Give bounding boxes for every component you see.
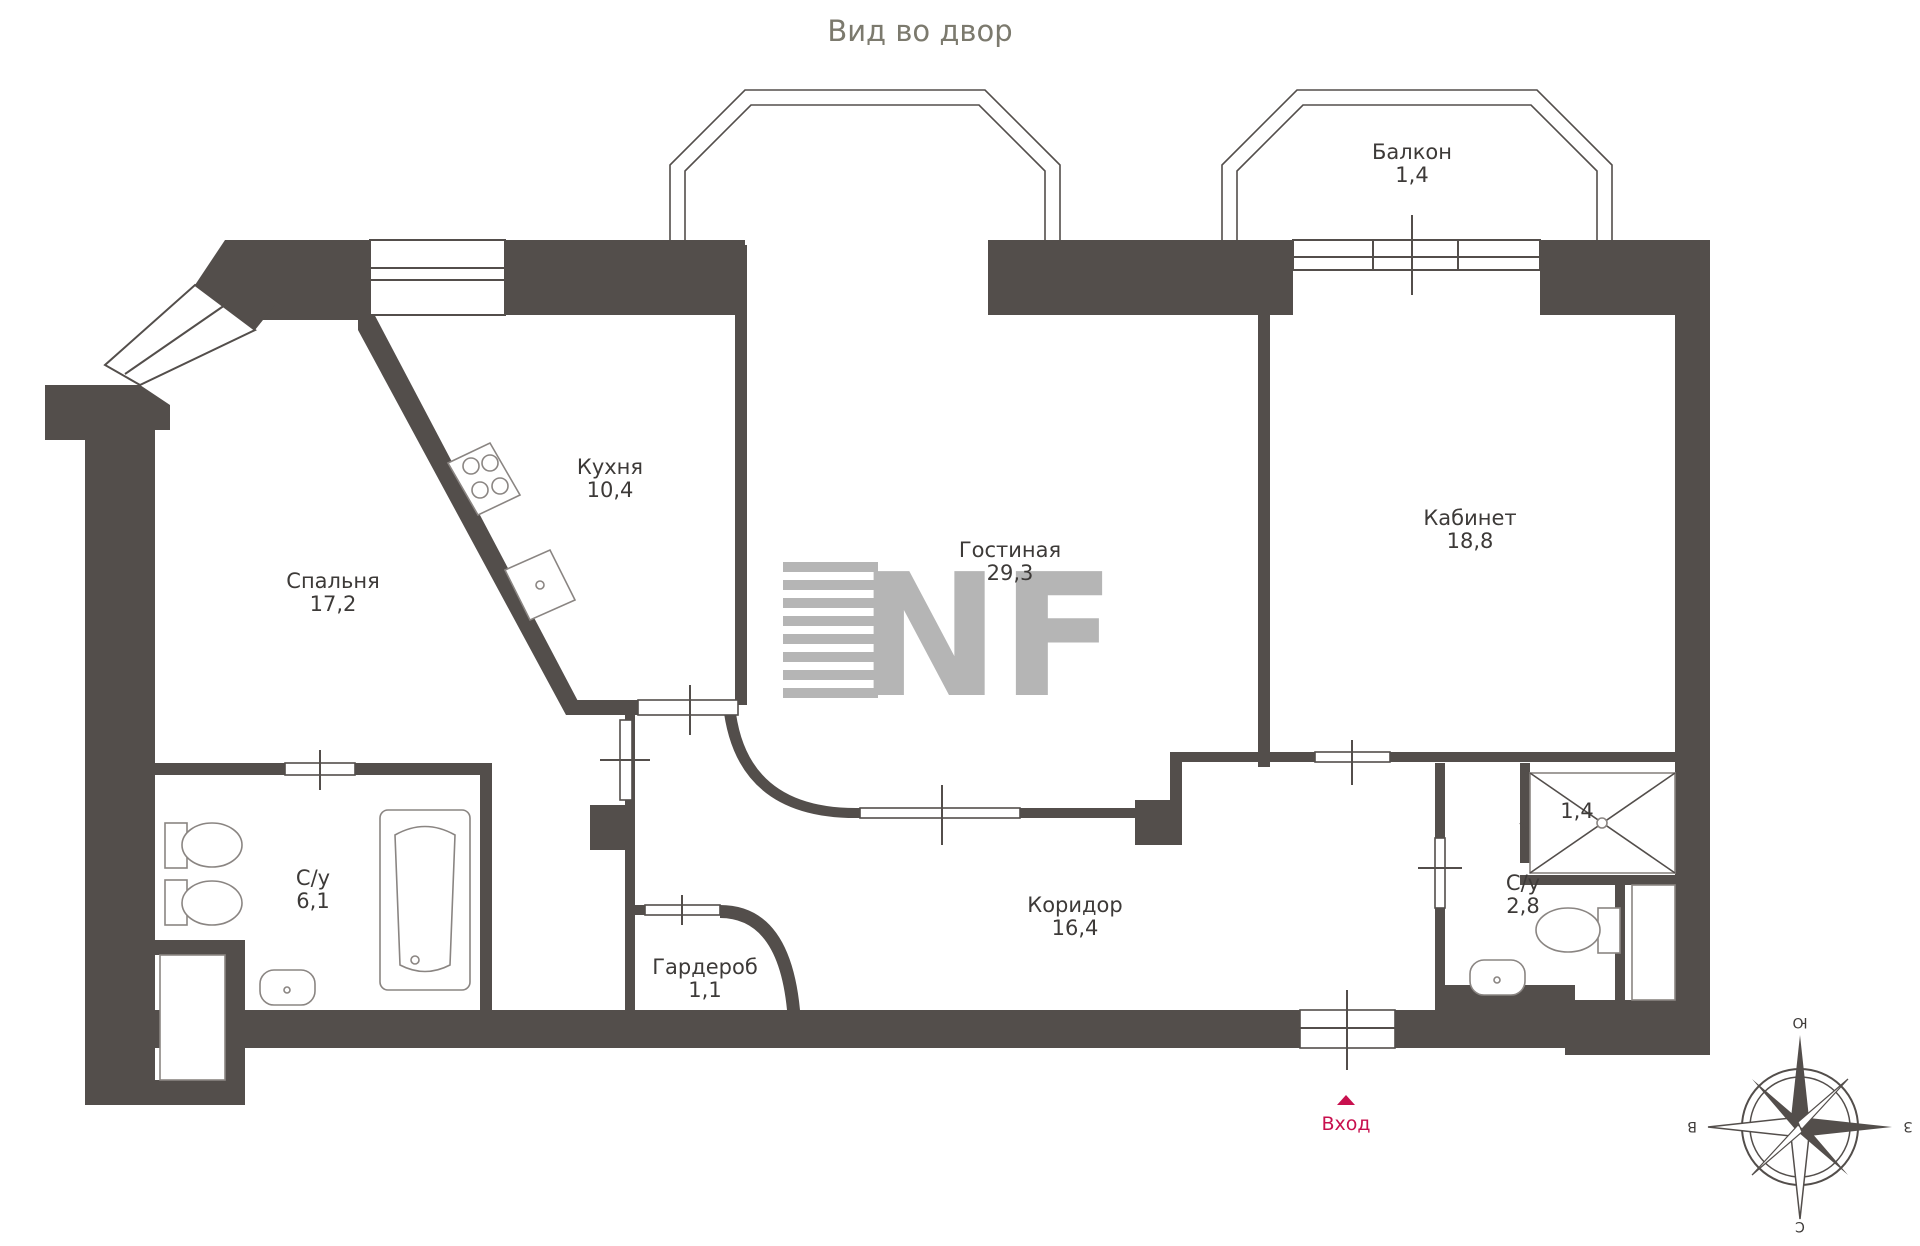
watermark-text: NF (858, 538, 1116, 736)
niche-icon (1631, 884, 1676, 1001)
room-name-bath2: С/у (1506, 871, 1540, 895)
kitchen-sink-icon (503, 548, 577, 622)
stove-icon (446, 441, 522, 517)
room-area-shower: 1,4 (1560, 799, 1593, 823)
room-name-bedroom: Спальня (286, 569, 379, 593)
room-name-living: Гостиная (959, 538, 1061, 562)
toilet-icon-2 (1535, 907, 1621, 954)
bidet-icon (164, 822, 243, 869)
compass-west: В (1687, 1118, 1697, 1134)
closet-icon (159, 954, 226, 1081)
watermark-logo: NF (783, 538, 1116, 736)
balcony-outline (1221, 89, 1613, 240)
room-area-balcony: 1,4 (1395, 163, 1428, 187)
room-area-bath2: 2,8 (1506, 894, 1539, 918)
room-name-corridor: Коридор (1027, 893, 1122, 917)
walls (45, 240, 1710, 1105)
room-name-bath1: С/у (296, 866, 330, 890)
toilet-icon (164, 879, 243, 926)
room-area-corridor: 16,4 (1052, 916, 1099, 940)
doors (284, 685, 1576, 1070)
room-area-bath1: 6,1 (296, 889, 329, 913)
compass-east: З (1903, 1118, 1912, 1134)
room-area-study: 18,8 (1447, 529, 1494, 553)
room-area-kitchen: 10,4 (587, 478, 634, 502)
room-name-balcony: Балкон (1372, 140, 1452, 164)
washbasin-icon (259, 969, 316, 1006)
entrance-label: Вход (1321, 1113, 1370, 1135)
bathtub-icon (379, 809, 471, 991)
room-name-kitchen: Кухня (577, 455, 643, 479)
entrance-arrow-icon (1337, 1095, 1355, 1105)
room-name-wardrobe: Гардероб (652, 955, 758, 979)
washbasin-icon-2 (1469, 959, 1526, 996)
room-name-study: Кабинет (1423, 506, 1516, 530)
compass-north: Ю (1792, 1014, 1807, 1030)
entrance-marker: Вход (1321, 1095, 1371, 1135)
room-area-living: 29,3 (987, 561, 1034, 585)
fixtures (159, 441, 1676, 1081)
bay-window-living (669, 89, 1061, 240)
view-direction-label: Вид во двор (827, 14, 1012, 48)
room-area-wardrobe: 1,1 (688, 978, 721, 1002)
room-labels: Балкон 1,4 Кухня 10,4 Гостиная 29,3 Каби… (286, 140, 1593, 1002)
room-area-bedroom: 17,2 (310, 592, 357, 616)
compass-south: С (1795, 1218, 1805, 1234)
windows (103, 215, 1541, 387)
compass-rose-icon: Ю С З В (1687, 1014, 1912, 1234)
shower-icon (1529, 772, 1676, 874)
